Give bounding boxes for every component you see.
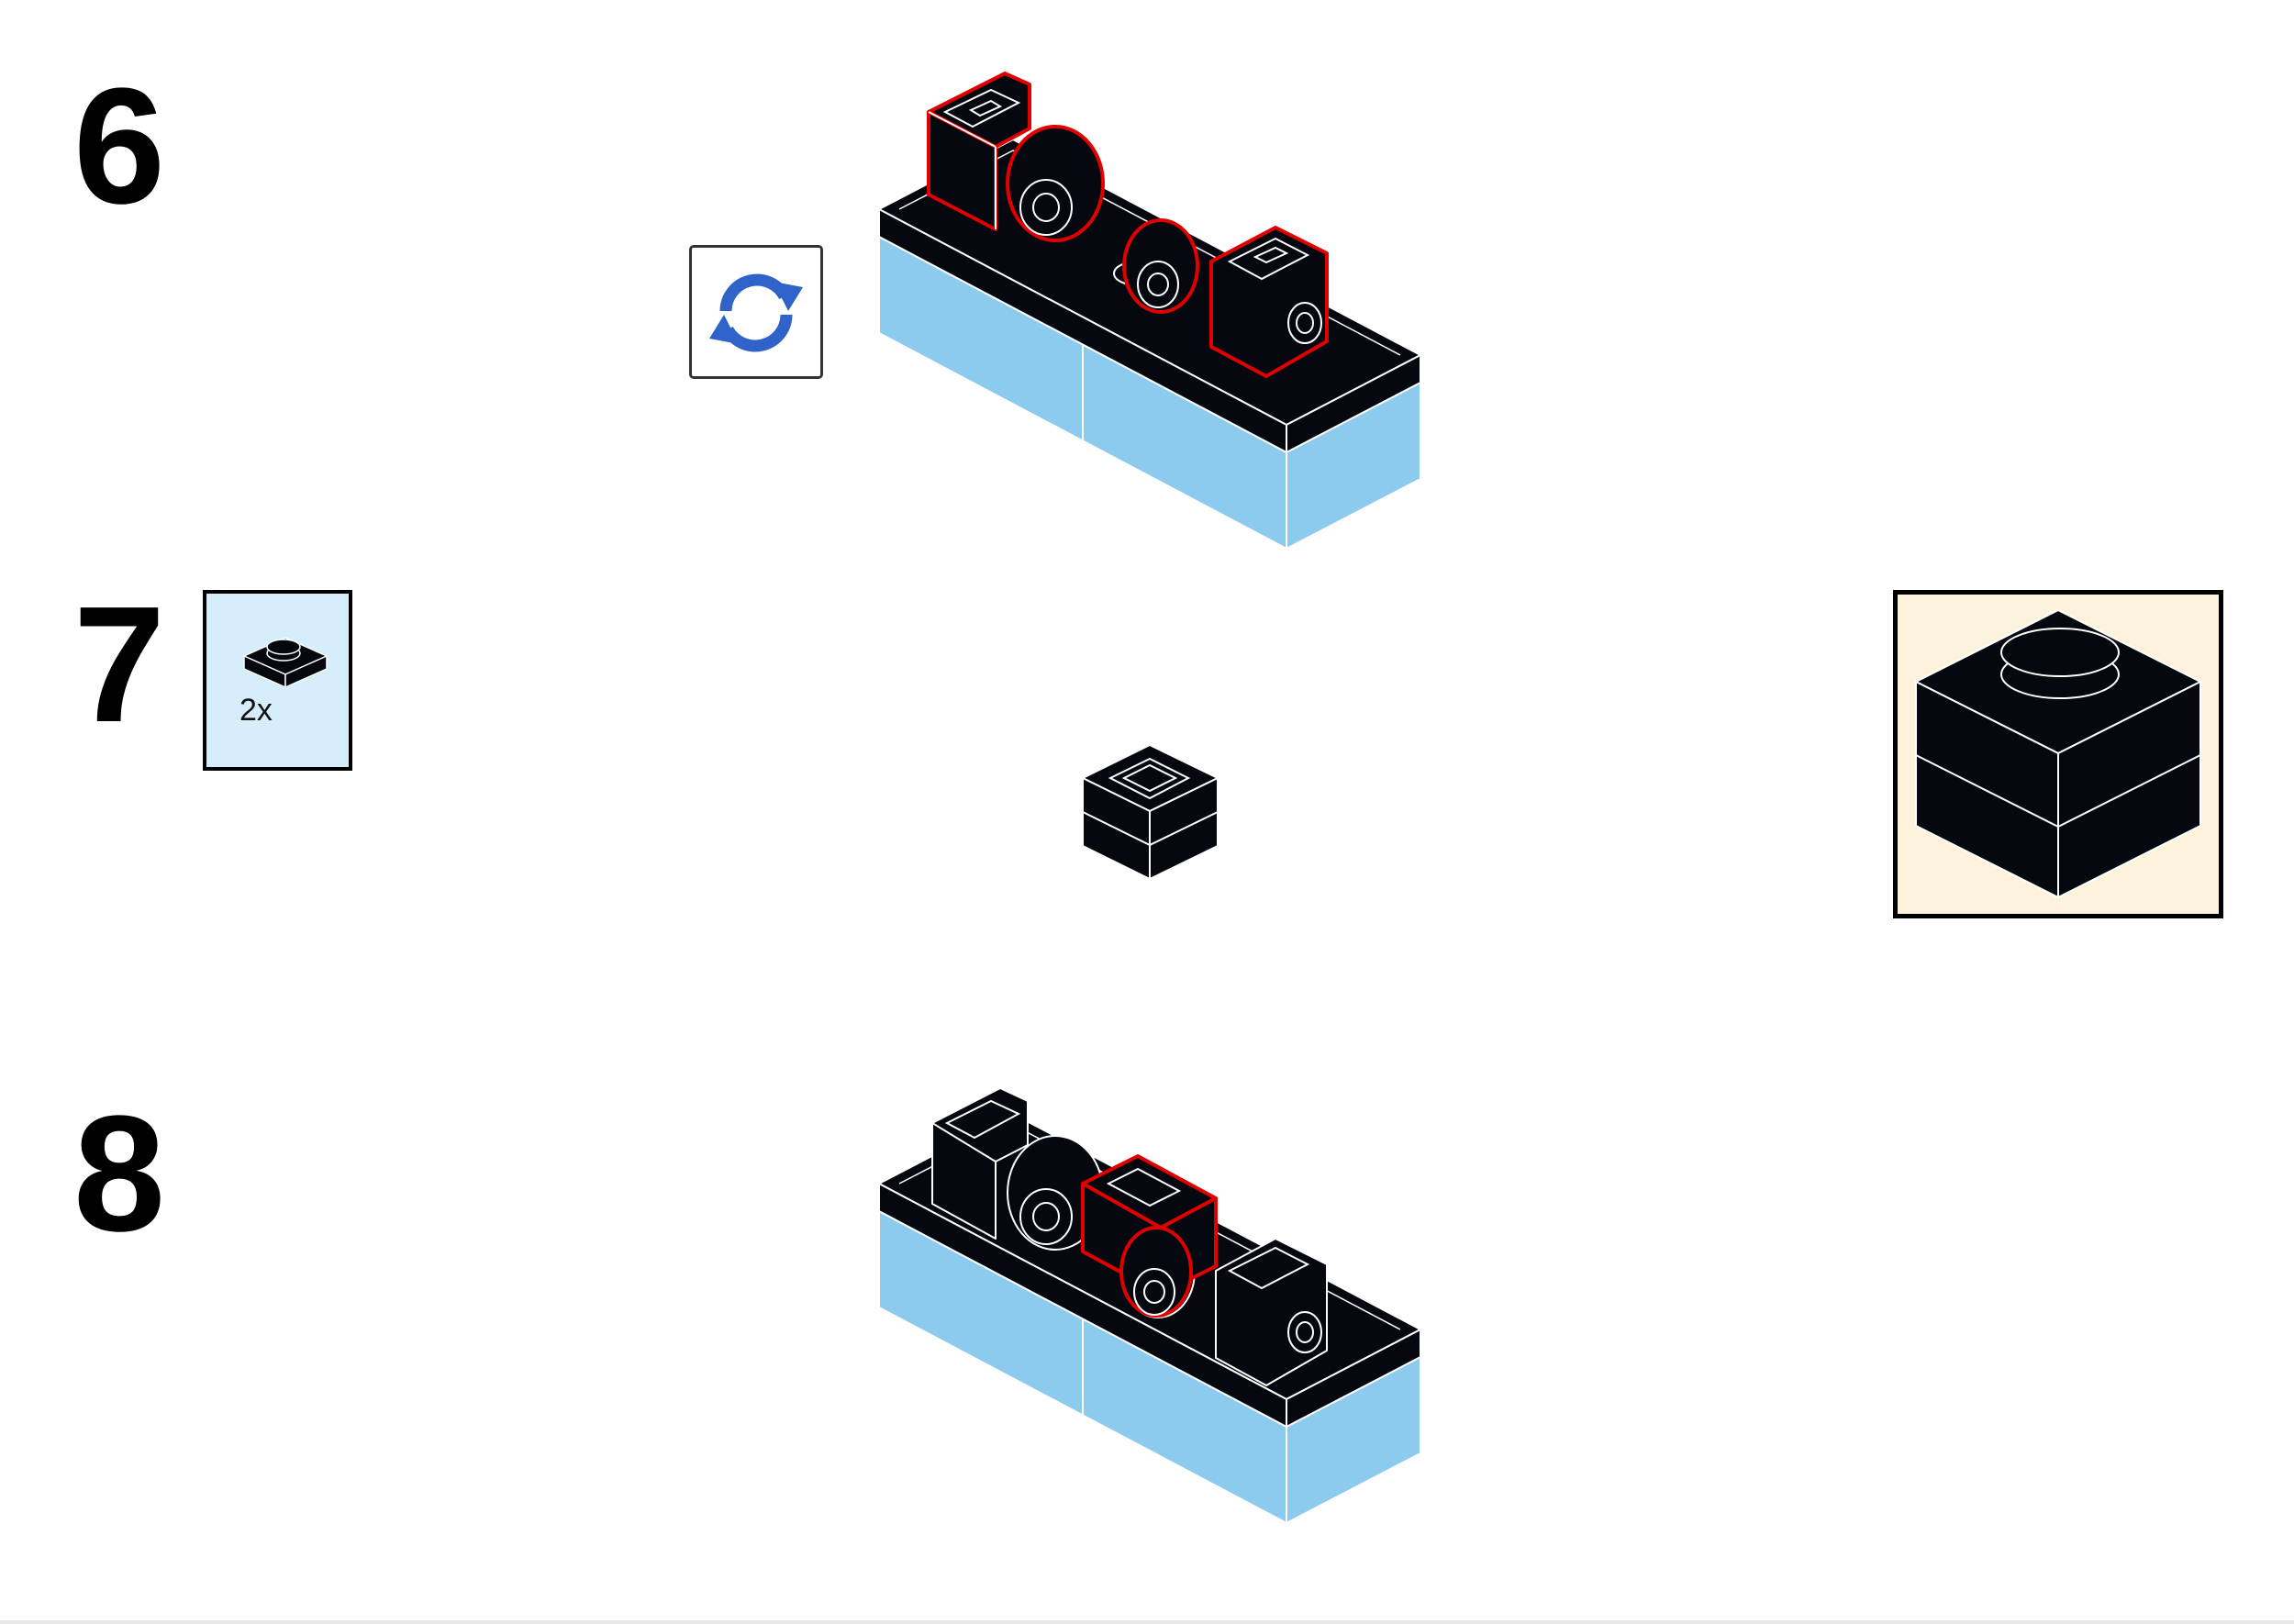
black-1x1-plate-icon xyxy=(243,637,328,688)
step-6-number: 6 xyxy=(73,54,166,239)
step-6-model xyxy=(878,72,1421,550)
parts-list-box: 2x xyxy=(203,590,352,771)
step-7-number: 7 xyxy=(73,573,166,757)
step-8-model xyxy=(878,1087,1421,1524)
rotate-model-icon xyxy=(709,273,803,352)
page-bottom-border xyxy=(0,1620,2294,1624)
step-8-number: 8 xyxy=(73,1082,166,1266)
part-detail-callout xyxy=(1893,590,2223,918)
rotate-indicator xyxy=(689,245,823,379)
step-7-model-1x1-plate-stack xyxy=(1082,744,1219,880)
part-quantity-label: 2x xyxy=(239,693,273,728)
black-1x1-brick-closeup xyxy=(1915,609,2201,898)
